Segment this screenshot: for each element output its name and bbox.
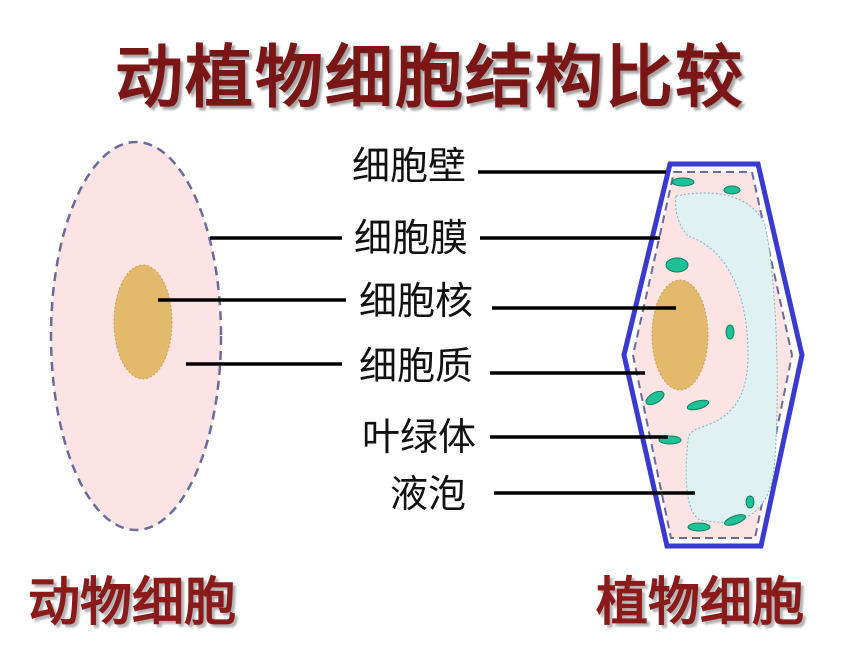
label-nucleus: 细胞核	[359, 279, 474, 323]
chloroplast	[723, 185, 741, 195]
animal-cell-title: 动物细胞	[28, 573, 237, 633]
plant-cell-nucleus	[651, 279, 709, 391]
page-title: 动植物细胞结构比较	[114, 39, 745, 118]
plant-cell-chloroplasts	[645, 177, 755, 532]
leader-lines	[158, 170, 695, 495]
chloroplast	[724, 514, 746, 526]
animal-cell	[49, 140, 223, 532]
chloroplast	[725, 324, 735, 340]
chloroplast	[645, 390, 665, 406]
label-vacuole: 液泡	[390, 472, 467, 516]
chloroplast	[745, 495, 755, 509]
plant-cell-vacuole	[675, 192, 778, 523]
chloroplast	[686, 399, 710, 411]
chloroplast	[671, 177, 695, 187]
plant-cell	[621, 161, 805, 549]
chloroplast	[687, 522, 711, 532]
label-chloroplast: 叶绿体	[362, 415, 477, 459]
label-cell-wall: 细胞壁	[352, 144, 467, 188]
label-cytoplasm: 细胞质	[359, 344, 474, 388]
plant-cell-title: 植物细胞	[596, 573, 805, 633]
chloroplast	[665, 257, 689, 273]
animal-cell-nucleus	[113, 264, 173, 380]
label-cell-membrane: 细胞膜	[354, 216, 469, 260]
